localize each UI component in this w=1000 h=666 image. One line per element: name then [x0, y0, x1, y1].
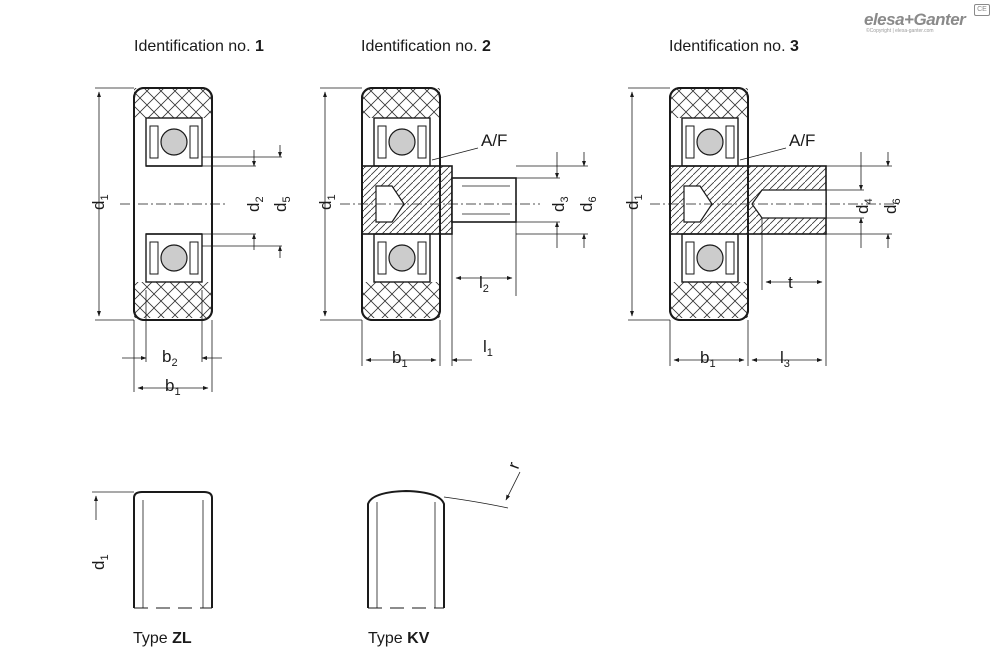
view-1-dimensions [95, 87, 282, 392]
view-1-section [120, 87, 226, 321]
label-af-view2: A/F [481, 131, 507, 150]
view-3-section [650, 87, 900, 321]
view-2-dimensions [320, 87, 588, 366]
label-b2: b2 [162, 347, 178, 369]
label-d5: d5 [271, 196, 293, 212]
title-type-zl: Type ZL [133, 630, 192, 647]
title-identification-3: Identification no. 3 [669, 38, 799, 55]
label-d1-view3: d1 [623, 194, 645, 210]
label-l2: l2 [479, 273, 489, 295]
label-b1-view2: b1 [392, 348, 408, 370]
label-d6-view3: d6 [881, 198, 903, 214]
dimension-labels: d1 d2 d5 b2 b1 d1 A/F d3 d6 l2 b1 l1 d1 … [89, 131, 903, 570]
view-3-dimensions [628, 87, 892, 366]
brand-logo: elesa+Ganter [864, 10, 966, 29]
ce-mark-icon: CE [974, 4, 990, 16]
label-l3: l3 [780, 348, 790, 370]
view-2-section [340, 87, 540, 321]
label-d4: d4 [853, 198, 875, 214]
title-type-kv: Type KV [368, 630, 430, 647]
label-d2: d2 [244, 196, 266, 212]
label-af-view3: A/F [789, 131, 815, 150]
label-d1-view2: d1 [316, 194, 338, 210]
label-t: t [788, 273, 793, 292]
label-d1-type-zl: d1 [89, 554, 111, 570]
label-r: r [504, 459, 524, 471]
label-d3: d3 [549, 196, 571, 212]
label-d1-view1: d1 [89, 194, 111, 210]
label-b1-view3: b1 [700, 348, 716, 370]
type-kv-profile [367, 471, 521, 609]
label-d6-view2: d6 [577, 196, 599, 212]
label-b1-view1: b1 [165, 376, 181, 398]
title-identification-2: Identification no. 2 [361, 38, 491, 55]
title-identification-1: Identification no. 1 [134, 38, 264, 55]
label-l1: l1 [483, 337, 493, 359]
brand-copyright: ©Copyright | elesa-ganter.com [866, 28, 934, 34]
type-zl-profile [92, 491, 213, 609]
